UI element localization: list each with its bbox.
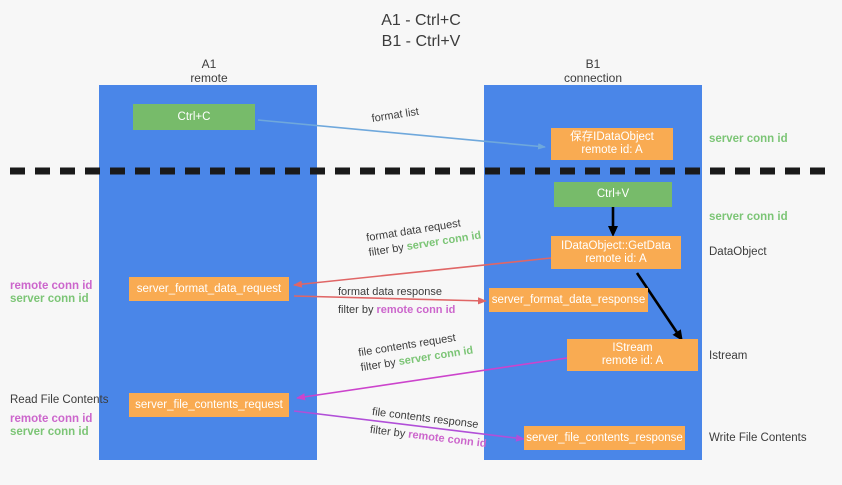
box-server-format-data-response[interactable]: server_format_data_response [489, 288, 648, 312]
label-server-conn-id-top: server conn id [709, 133, 788, 145]
box-save-idataobject[interactable]: 保存IDataObject remote id: A [551, 128, 673, 160]
box-server-file-contents-request-label: server_file_contents_request [135, 398, 283, 411]
arrow-format-list [257, 119, 546, 150]
flow-label-format-data-response-filter: filter by remote conn id [338, 303, 455, 318]
label-server-conn-id-mid: server conn id [709, 211, 788, 223]
flow-filter-prefix: filter by [369, 423, 409, 441]
box-ctrl-v[interactable]: Ctrl+V [554, 182, 672, 207]
box-idataobject-getdata[interactable]: IDataObject::GetData remote id: A [551, 236, 681, 269]
column-header-b1-role: connection [563, 71, 623, 85]
box-istream-line2: remote id: A [601, 355, 664, 367]
label-istream: Istream [709, 350, 748, 362]
label-read-file-contents: Read File Contents [10, 394, 109, 406]
arrow-file-contents-request [296, 357, 568, 401]
box-server-format-data-request-label: server_format_data_request [136, 282, 282, 295]
column-header-a1: A1 remote [129, 57, 289, 85]
label-server-conn-id-left-1: server conn id [10, 293, 89, 305]
box-server-format-data-request[interactable]: server_format_data_request [129, 277, 289, 301]
arrow-file-contents-response [293, 410, 525, 442]
arrow-format-data-request [293, 257, 552, 288]
flow-filter-value: remote conn id [376, 304, 456, 316]
arrow-format-data-response [293, 295, 487, 305]
flow-filter-prefix: filter by [338, 304, 377, 316]
box-server-file-contents-response[interactable]: server_file_contents_response [524, 426, 685, 450]
box-save-idataobject-line2: remote id: A [581, 144, 643, 156]
box-save-idataobject-line1: 保存IDataObject [570, 131, 654, 143]
arrow-getdata-to-istream [635, 272, 683, 342]
box-ctrl-c-label: Ctrl+C [177, 110, 211, 123]
flow-label-format-data-response: format data response filter by remote co… [338, 285, 455, 318]
label-remote-conn-id-left-1: remote conn id [10, 280, 93, 292]
box-istream-line1: IStream [612, 342, 653, 354]
column-header-b1-name: B1 [585, 57, 601, 71]
flow-label-format-data-response-line1: format data response [338, 286, 442, 298]
box-server-file-contents-response-label: server_file_contents_response [526, 431, 683, 444]
label-remote-conn-id-left-2: remote conn id [10, 413, 93, 425]
box-server-format-data-response-label: server_format_data_response [491, 293, 646, 306]
box-server-file-contents-request[interactable]: server_file_contents_request [129, 393, 289, 417]
box-ctrl-c[interactable]: Ctrl+C [133, 104, 255, 130]
label-server-conn-id-left-2: server conn id [10, 426, 89, 438]
box-idataobject-getdata-line1: IDataObject::GetData [561, 239, 671, 252]
column-header-b1: B1 connection [513, 57, 673, 85]
column-header-a1-name: A1 [201, 57, 217, 71]
box-istream[interactable]: IStream remote id: A [567, 339, 698, 371]
page-title: A1 - Ctrl+C B1 - Ctrl+V [381, 12, 461, 50]
column-header-a1-role: remote [190, 71, 228, 85]
box-ctrl-v-label: Ctrl+V [596, 188, 630, 200]
label-dataobject: DataObject [709, 246, 767, 258]
label-write-file-contents: Write File Contents [709, 432, 807, 444]
box-idataobject-getdata-line2: remote id: A [585, 252, 647, 265]
